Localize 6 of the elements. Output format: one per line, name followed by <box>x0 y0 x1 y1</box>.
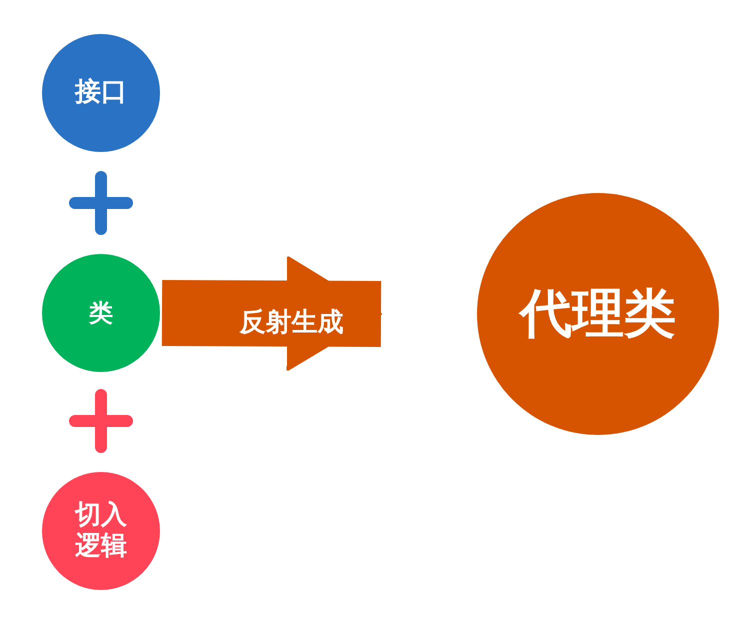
circle-node: 代理类 <box>477 193 719 435</box>
circle-node: 接口 <box>42 34 160 152</box>
edge-label: 反射生成 <box>240 306 344 339</box>
circle-node: 切入逻辑 <box>42 472 160 590</box>
block-arrow <box>162 256 382 372</box>
circle-node: 类 <box>42 254 160 372</box>
